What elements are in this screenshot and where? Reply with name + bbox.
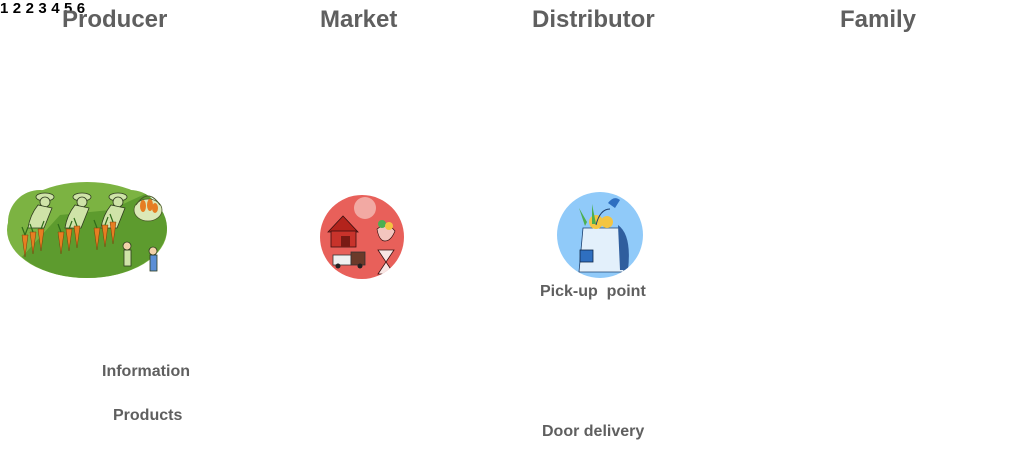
step-badge-2-producer: 2: [13, 0, 26, 17]
door-delivery-label: Door delivery: [542, 423, 645, 440]
step-badge-6-text: 6: [76, 0, 86, 17]
step-badge-5: 5: [64, 0, 77, 17]
step-badge-2a-text: 2: [12, 0, 22, 17]
pickup-node: [557, 192, 643, 278]
step-badge-1: 1: [0, 0, 13, 17]
market-illustration-icon: [320, 195, 404, 279]
step-badge-3: 3: [38, 0, 51, 17]
step-badge-4-text: 4: [51, 0, 60, 17]
market-node: [320, 195, 404, 279]
step-badge-3-text: 3: [38, 0, 47, 17]
column-title-family: Family: [840, 6, 917, 33]
column-title-producer: Producer: [62, 6, 168, 33]
legend-products-label: Products: [113, 407, 183, 424]
legend-information-label: Information: [102, 363, 190, 380]
step-badge-1-text: 1: [0, 0, 9, 17]
pickup-illustration-icon: [557, 192, 643, 278]
column-title-market: Market: [320, 6, 398, 33]
step-badge-2b-text: 2: [25, 0, 34, 17]
step-badge-6: 6: [77, 0, 85, 17]
step-badge-5-text: 5: [63, 0, 73, 17]
pickup-point-label: Pick-up point: [540, 283, 646, 300]
column-title-distributor: Distributor: [532, 6, 655, 33]
step-badge-4: 4: [51, 0, 64, 17]
producer-node: [7, 182, 167, 278]
producer-illustration-icon: [7, 182, 167, 278]
step-badge-2-pickup: 2: [26, 0, 39, 17]
